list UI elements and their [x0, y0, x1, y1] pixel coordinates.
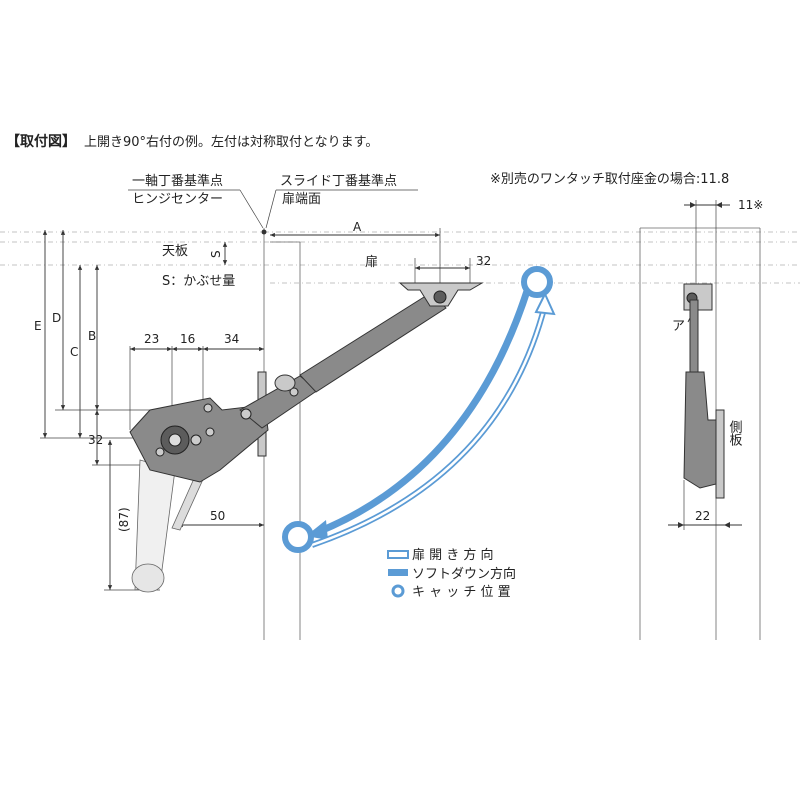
- legend: 扉 開 き 方 向 ソフトダウン方向 キ ャ ッ チ 位 置: [387, 547, 516, 600]
- pivot-small-1: [190, 434, 202, 446]
- side-bumper: [274, 374, 296, 392]
- pivot-small-4: [203, 403, 213, 413]
- pivot-small-2: [205, 427, 215, 437]
- side-mount-plate-right: [715, 409, 725, 499]
- side-body: [683, 371, 717, 489]
- hinge-ref-label-1: 一軸丁番基準点: [132, 173, 223, 189]
- arm-down-foot: [131, 563, 165, 593]
- note-top-right: ※別売のワンタッチ取付座金の場合:11.8: [490, 171, 729, 187]
- catch-circle-top: [521, 266, 553, 298]
- dim-s-label: S: [209, 250, 223, 258]
- open-arrow-head: [534, 291, 556, 316]
- dim-22-arrow-r: [724, 522, 730, 528]
- dim-11-label: 11※: [738, 198, 763, 212]
- header-subtitle: 上開き90°右付の例。左付は対称取付となります。: [84, 135, 378, 150]
- dim-e-label: E: [34, 319, 42, 333]
- dim-a-label: A: [353, 220, 362, 234]
- dim-32-top-label: 32: [476, 254, 491, 268]
- stay-arm: [299, 291, 447, 393]
- dim-22-arrow-l: [678, 522, 684, 528]
- overlay-label: S：かぶせ量: [162, 274, 235, 289]
- dim-23-label: 23: [144, 332, 159, 346]
- header-title: 【取付図】: [6, 133, 76, 150]
- dim-87-label: (87): [117, 507, 131, 532]
- legend-label-softdown: ソフトダウン方向: [412, 566, 516, 582]
- legend-label-open: 扉 開 き 方 向: [412, 547, 494, 563]
- slide-ref-leader: [265, 189, 277, 229]
- pivot-small-3: [155, 447, 165, 457]
- pivot-upper-2: [289, 387, 299, 397]
- hinge-center-dot: [261, 229, 267, 235]
- side-arm: [689, 299, 699, 373]
- door-label: 扉: [365, 254, 378, 270]
- slide-ref-label-1: スライド丁番基準点: [280, 173, 397, 189]
- dim-50-label: 50: [210, 509, 225, 523]
- pivot-upper-1: [240, 408, 252, 420]
- legend-icon-softdown: [388, 569, 408, 576]
- top-panel-label: 天板: [162, 244, 188, 259]
- pivot-bracket: [433, 290, 447, 304]
- dim-32-left-label: 32: [88, 433, 103, 447]
- dim-11-arrow-l: [690, 202, 696, 208]
- slide-ref-label-2: 扉端面: [282, 191, 321, 207]
- hinge-ref-label-2: ヒンジセンター: [132, 192, 223, 207]
- open-arrow-inner: [311, 304, 547, 547]
- legend-icon-open: [387, 550, 409, 559]
- a-label: ア: [672, 319, 685, 334]
- dim-c-label: C: [70, 345, 78, 359]
- hinge-ref-leader: [239, 189, 264, 229]
- dim-b-label: B: [88, 329, 96, 343]
- dim-16-label: 16: [180, 332, 195, 346]
- dim-11-arrow-r: [716, 202, 722, 208]
- dim-22-label: 22: [695, 509, 710, 523]
- pivot-main-inner: [168, 433, 182, 447]
- legend-label-catch: キ ャ ッ チ 位 置: [412, 585, 511, 600]
- dim-d-label: D: [52, 311, 61, 325]
- stay-mechanism: [129, 282, 484, 593]
- side-panel-label: 側板: [727, 420, 743, 447]
- legend-icon-catch: [391, 584, 405, 598]
- soft-down-arrow-path: [316, 286, 532, 536]
- swing-arrows: [282, 266, 556, 553]
- catch-circle-bottom: [282, 521, 314, 553]
- dim-34-label: 34: [224, 332, 239, 346]
- side-view: 11※ ア 側板 22: [639, 198, 763, 640]
